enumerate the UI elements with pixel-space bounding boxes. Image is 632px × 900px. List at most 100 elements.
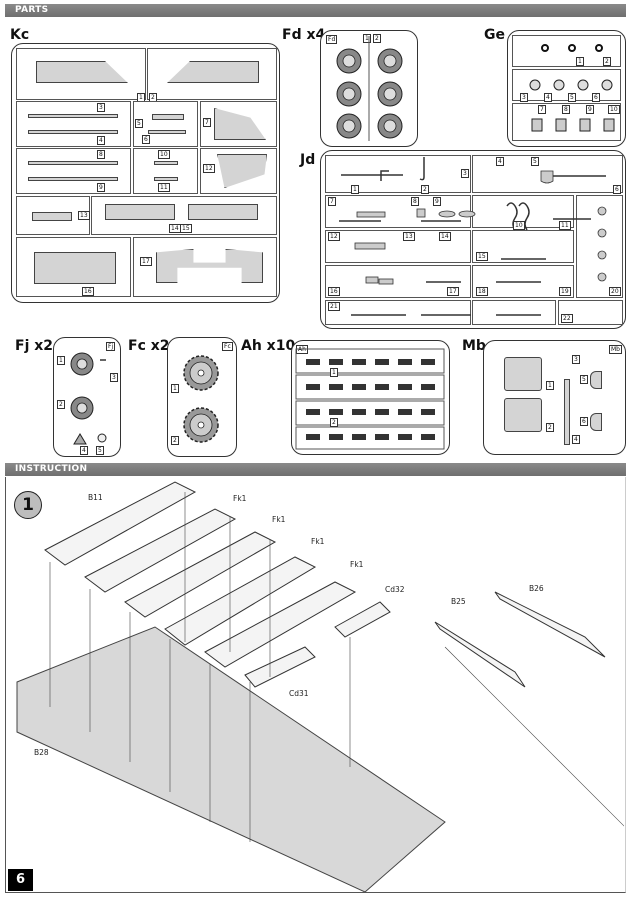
part-kc-11 — [154, 177, 178, 181]
ah-track-links — [295, 348, 445, 450]
ge-label-9: 9 — [586, 105, 594, 114]
sprue-ge: Ge 1 2 3 4 5 6 7 8 9 10 — [507, 30, 626, 147]
ge-label-10: 10 — [608, 105, 620, 114]
callout-b28: B28 — [34, 748, 49, 757]
part-b26 — [494, 591, 606, 658]
sprue-fj: Fj 1 2 3 4 5 — [53, 337, 121, 457]
kc-label-8: 8 — [97, 150, 105, 159]
ah-label-2: 2 — [330, 418, 338, 427]
kc-label-14: 14 — [169, 224, 181, 233]
part-kc-10 — [154, 161, 178, 165]
jd-label-10: 10 — [513, 221, 525, 230]
step-number: 1 — [14, 491, 42, 519]
jd-cell-1-3 — [325, 155, 471, 193]
kc-label-17: 17 — [140, 257, 152, 266]
sprue-jd: Jd — [320, 150, 626, 329]
kc-label-6: 6 — [142, 135, 150, 144]
sprue-ge-title: Ge — [484, 27, 505, 43]
sprue-fj-tag: Fj — [106, 342, 116, 351]
part-kc-14 — [105, 204, 175, 220]
sprue-fc-title: Fc x2 — [128, 338, 170, 354]
jd-label-8: 8 — [411, 197, 419, 206]
ge-label-8: 8 — [562, 105, 570, 114]
ge-label-5: 5 — [568, 93, 576, 102]
kc-cell-3-4 — [16, 101, 131, 147]
jd-label-3: 3 — [461, 169, 469, 178]
instruction-section-header: INSTRUCTION — [5, 463, 626, 476]
sprue-jd-title: Jd — [300, 152, 316, 168]
sprue-fd-tag: Fd — [326, 35, 338, 44]
jd-cell-21b — [472, 300, 556, 325]
fj-label-1: 1 — [57, 356, 65, 365]
kc-label-12: 12 — [203, 164, 215, 173]
jd-cell-20 — [576, 195, 623, 298]
kc-label-15: 15 — [180, 224, 192, 233]
part-b25 — [434, 621, 526, 688]
jd-label-12: 12 — [328, 232, 340, 241]
part-kc-16 — [34, 252, 116, 284]
fd-road-wheels — [336, 36, 403, 141]
parts-section-header: PARTS — [5, 4, 626, 17]
kc-label-11: 11 — [158, 183, 170, 192]
mb-label-1: 1 — [546, 381, 554, 390]
jd-label-2: 2 — [421, 185, 429, 194]
fj-wheels — [70, 352, 107, 445]
ge-label-1: 1 — [576, 57, 584, 66]
kc-label-13: 13 — [78, 211, 90, 220]
ge-label-7: 7 — [538, 105, 546, 114]
sprue-fc: Fc 1 2 — [167, 337, 237, 457]
ge-label-6: 6 — [592, 93, 600, 102]
fd-label-2: 2 — [373, 34, 381, 43]
ge-label-4: 4 — [544, 93, 552, 102]
fj-label-3: 3 — [110, 373, 118, 382]
callout-b26: B26 — [529, 584, 544, 593]
part-mb-2 — [504, 398, 542, 432]
part-kc-9 — [28, 177, 118, 181]
part-kc-6 — [148, 130, 186, 134]
fd-label-1: 1 — [363, 34, 371, 43]
kc-label-10: 10 — [158, 150, 170, 159]
callout-fk1-c: Fk1 — [311, 537, 325, 546]
callout-b11: B11 — [88, 493, 103, 502]
sprue-kc: Kc 1 2 3 4 8 9 5 6 10 11 7 12 13 14 15 1… — [11, 43, 280, 303]
jd-label-13: 13 — [403, 232, 415, 241]
jd-label-9: 9 — [433, 197, 441, 206]
fj-label-2: 2 — [57, 400, 65, 409]
jd-label-21: 21 — [328, 302, 340, 311]
mb-label-5: 5 — [580, 375, 588, 384]
sprue-fj-title: Fj x2 — [15, 338, 54, 354]
jd-label-19: 19 — [559, 287, 571, 296]
kc-label-4: 4 — [97, 136, 105, 145]
instruction-panel — [5, 477, 626, 893]
part-kc-5 — [152, 114, 184, 120]
fc-sprockets — [183, 355, 219, 443]
mb-label-2: 2 — [546, 423, 554, 432]
kc-label-7: 7 — [203, 118, 211, 127]
fc-label-1: 1 — [171, 384, 179, 393]
hull-floor-plate — [16, 626, 446, 892]
sprue-ah-title: Ah x10 — [241, 338, 296, 354]
jd-cell-18-19 — [472, 265, 574, 298]
jd-cell-15-16 — [472, 230, 574, 263]
jd-label-5: 5 — [531, 157, 539, 166]
ge-label-2: 2 — [603, 57, 611, 66]
part-mb-1 — [504, 357, 542, 391]
part-kc-15 — [188, 204, 258, 220]
suspension-bars — [44, 481, 391, 688]
sprue-mb-title: Mb — [462, 338, 486, 354]
part-kc-4 — [28, 130, 118, 134]
jd-label-16: 16 — [328, 287, 340, 296]
kc-label-3: 3 — [97, 103, 105, 112]
part-mb-4 — [564, 379, 570, 445]
ge-label-3: 3 — [520, 93, 528, 102]
jd-label-14: 14 — [439, 232, 451, 241]
part-kc-3 — [28, 114, 118, 118]
ah-label-1: 1 — [330, 368, 338, 377]
sprue-fd: Fd 1 2 — [320, 30, 418, 147]
fc-label-2: 2 — [171, 436, 179, 445]
callout-cd31: Cd31 — [289, 689, 309, 698]
jd-cell-21a — [325, 300, 471, 325]
jd-label-20: 20 — [609, 287, 621, 296]
mb-label-6: 6 — [580, 417, 588, 426]
sprue-mb: Mb 1 2 3 4 5 6 — [483, 340, 626, 455]
